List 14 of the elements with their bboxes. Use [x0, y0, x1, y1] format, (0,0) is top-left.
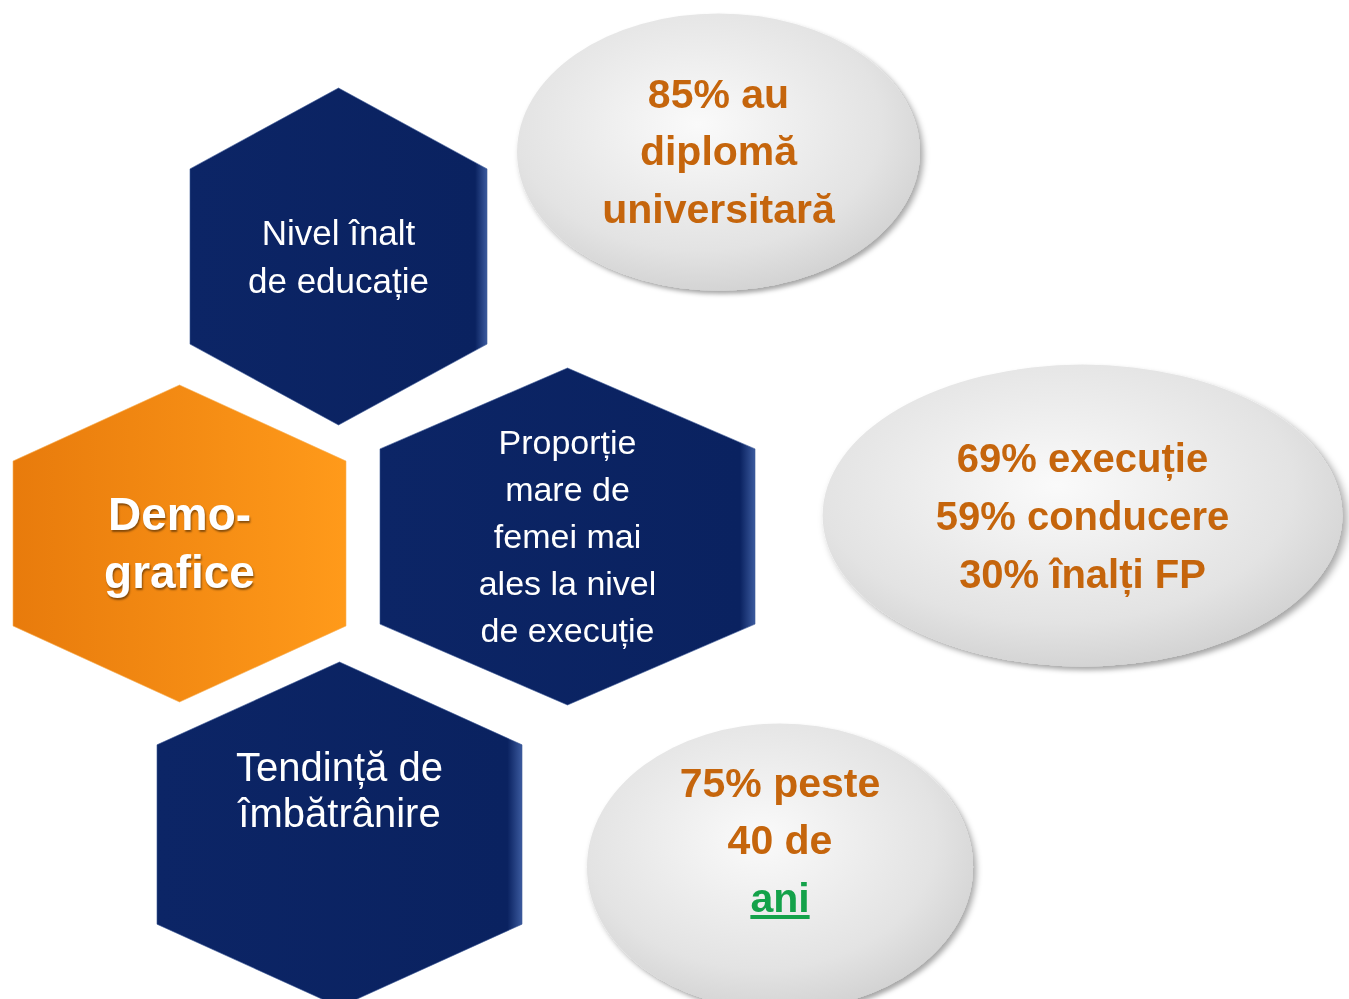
node-text: 69% execuție 59% conducere 30% înalți FP [934, 434, 1231, 599]
node-text: 85% au diplomă universitară [601, 69, 836, 234]
underlined-text: ani [750, 873, 810, 923]
hexagon [380, 368, 755, 705]
node-text: Tendință de îmbătrânire [235, 745, 444, 836]
hexagon [190, 88, 487, 425]
ellipse [515, 12, 922, 292]
hexagon [157, 662, 522, 999]
node-text: Nivel înalt de educație [247, 212, 430, 302]
hexagon [13, 385, 346, 702]
ellipse [820, 363, 1345, 668]
node-text: Proporție mare de femei mai ales la nivel de execuție [477, 422, 658, 651]
node-text: Demo- grafice [103, 487, 256, 600]
node-text: 75% peste 40 de [678, 758, 882, 866]
